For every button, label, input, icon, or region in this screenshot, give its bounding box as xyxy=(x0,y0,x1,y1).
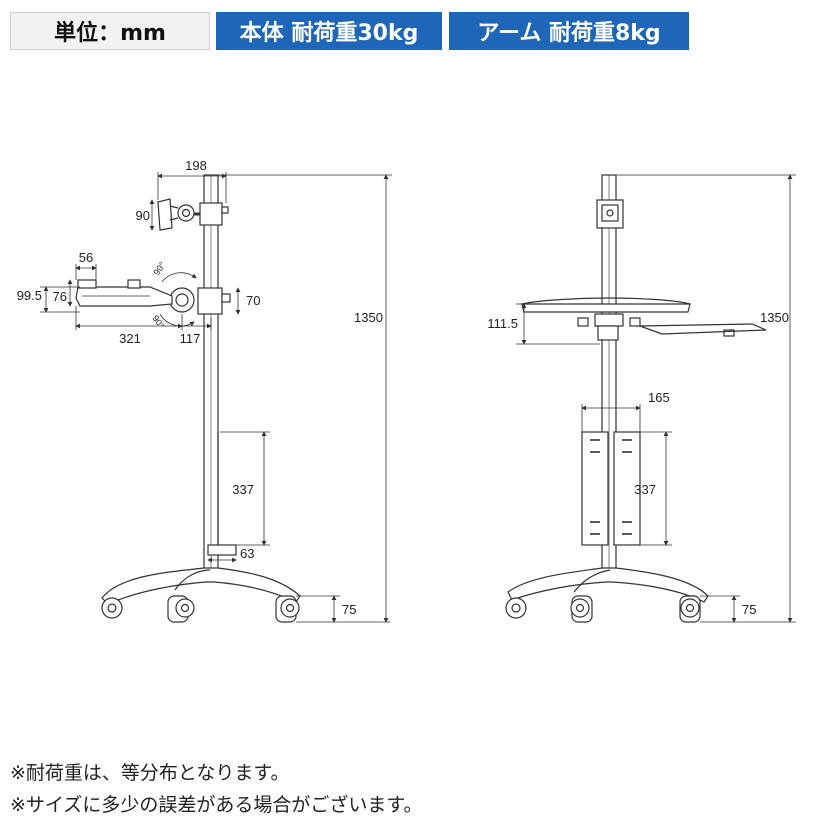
dim-tray-total: 99.5 xyxy=(17,288,42,303)
dim-shelf-height: 111.5 xyxy=(487,316,518,331)
dim-bracket-height: 337 xyxy=(232,482,254,497)
note-size-tolerance: ※サイズに多少の誤差がある場合がございます。 xyxy=(10,794,423,816)
side-view-dimension-lines xyxy=(40,172,392,623)
dim-caster-height: 75 xyxy=(342,602,356,617)
main-load-badge: 本体 耐荷重30kg xyxy=(216,12,442,50)
dim-bracket-width: 165 xyxy=(648,390,670,405)
dim-tray-depth: 76 xyxy=(53,289,67,304)
dim-front-caster-height: 75 xyxy=(742,602,756,617)
dim-total-height: 1350 xyxy=(354,310,383,325)
dim-tray-width: 56 xyxy=(79,250,93,265)
dim-clamp-height: 70 xyxy=(246,293,260,308)
angle-down-label: 90° xyxy=(150,313,166,330)
arm-load-badge: アーム 耐荷重8kg xyxy=(449,12,689,50)
side-view-drawing xyxy=(75,174,301,623)
unit-label: 単位：mm xyxy=(10,12,210,50)
dim-arm-reach: 198 xyxy=(185,158,207,173)
dim-front-total-height: 1350 xyxy=(760,310,789,325)
dim-arm-offset: 117 xyxy=(180,331,201,346)
front-view-dimension-lines xyxy=(516,174,796,623)
angle-up-label: 90° xyxy=(151,260,167,277)
dim-vesa-height: 90 xyxy=(136,208,150,223)
dim-front-bracket-height: 337 xyxy=(634,482,656,497)
note-load-distribution: ※耐荷重は、等分布となります。 xyxy=(10,762,290,784)
dim-bracket-offset: 63 xyxy=(240,546,254,561)
dim-shelf-length: 321 xyxy=(119,331,141,346)
front-view-drawing xyxy=(505,174,767,623)
